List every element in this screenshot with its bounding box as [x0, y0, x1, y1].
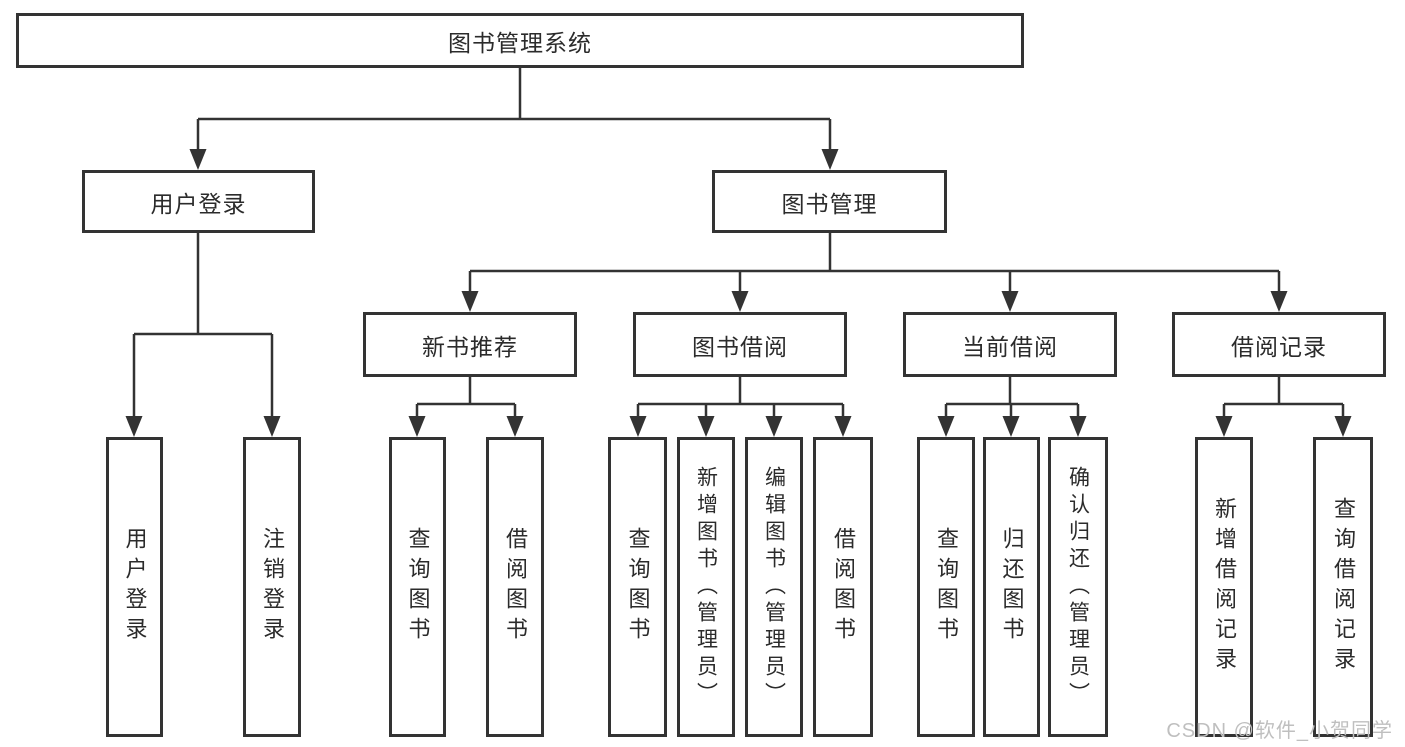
node-label: 注销登录 — [260, 527, 285, 647]
connector-new-book-split — [415, 377, 517, 418]
arrowhead — [1270, 291, 1288, 312]
node-leaf-add-book-admin: 新增图书（管理员） — [677, 437, 735, 737]
node-leaf-query-borrow-record: 查询借阅记录 — [1313, 437, 1373, 737]
arrowhead — [1001, 291, 1019, 312]
connector-current-borrow-split — [944, 377, 1080, 418]
node-leaf-user-login: 用户登录 — [106, 437, 163, 737]
node-label: 借阅记录 — [1231, 333, 1327, 360]
connector-root-branches — [196, 68, 832, 151]
arrowhead — [834, 416, 852, 437]
node-root-system: 图书管理系统 — [16, 13, 1024, 68]
arrowhead — [1002, 416, 1020, 437]
node-leaf-query-books-recommend: 查询图书 — [389, 437, 446, 737]
node-leaf-borrow-books: 借阅图书 — [813, 437, 873, 737]
node-label: 查询图书 — [934, 527, 959, 647]
node-leaf-logout: 注销登录 — [243, 437, 301, 737]
node-leaf-query-books-borrow: 查询图书 — [608, 437, 667, 737]
connector-user-login-split — [132, 233, 274, 418]
node-label: 用户登录 — [122, 527, 148, 647]
connector-book-borrow-split — [636, 377, 845, 418]
node-branch-book-management: 图书管理 — [712, 170, 947, 233]
node-leaf-confirm-return-admin: 确认归还（管理员） — [1048, 437, 1108, 737]
node-label: 用户登录 — [150, 190, 247, 217]
node-label: 图书管理 — [781, 190, 878, 217]
node-label: 查询借阅记录 — [1331, 497, 1356, 677]
node-module-current-borrow: 当前借阅 — [903, 312, 1117, 377]
node-module-borrow-records: 借阅记录 — [1172, 312, 1386, 377]
csdn-watermark: CSDN @软件_小贺同学 — [1166, 720, 1393, 742]
node-label: 新增借阅记录 — [1212, 497, 1237, 677]
arrowhead — [1215, 416, 1233, 437]
node-module-new-book-recommend: 新书推荐 — [363, 312, 577, 377]
arrowhead — [765, 416, 783, 437]
node-leaf-edit-book-admin: 编辑图书（管理员） — [745, 437, 803, 737]
node-label: 当前借阅 — [962, 333, 1058, 360]
node-label: 图书管理系统 — [448, 29, 592, 56]
arrowhead — [731, 291, 749, 312]
arrowhead — [125, 416, 143, 437]
connector-borrow-records-split — [1222, 377, 1345, 418]
node-label: 查询图书 — [625, 527, 651, 647]
node-module-book-borrow: 图书借阅 — [633, 312, 847, 377]
arrowhead — [1069, 416, 1087, 437]
arrowhead — [263, 416, 281, 437]
node-label: 确认归还（管理员） — [1066, 465, 1090, 709]
node-label: 图书借阅 — [692, 333, 788, 360]
node-label: 新增图书（管理员） — [694, 465, 718, 709]
arrowhead — [461, 291, 479, 312]
arrowhead — [697, 416, 715, 437]
arrowheads — [125, 149, 1352, 437]
node-leaf-borrow-books-recommend: 借阅图书 — [486, 437, 544, 737]
node-label: 新书推荐 — [422, 333, 518, 360]
arrowhead — [1334, 416, 1352, 437]
connector-book-management-split — [468, 233, 1281, 293]
arrowhead — [629, 416, 647, 437]
arrowhead — [506, 416, 524, 437]
node-label: 归还图书 — [999, 527, 1025, 647]
arrowhead — [408, 416, 426, 437]
node-branch-user-login: 用户登录 — [82, 170, 315, 233]
node-label: 查询图书 — [405, 527, 431, 647]
arrowhead — [937, 416, 955, 437]
arrowhead — [821, 149, 839, 170]
arrowhead — [189, 149, 207, 170]
node-label: 借阅图书 — [503, 527, 528, 647]
node-label: 编辑图书（管理员） — [762, 465, 786, 709]
node-leaf-add-borrow-record: 新增借阅记录 — [1195, 437, 1253, 737]
node-leaf-return-books: 归还图书 — [983, 437, 1040, 737]
node-label: 借阅图书 — [831, 527, 856, 647]
node-leaf-query-books-current: 查询图书 — [917, 437, 975, 737]
